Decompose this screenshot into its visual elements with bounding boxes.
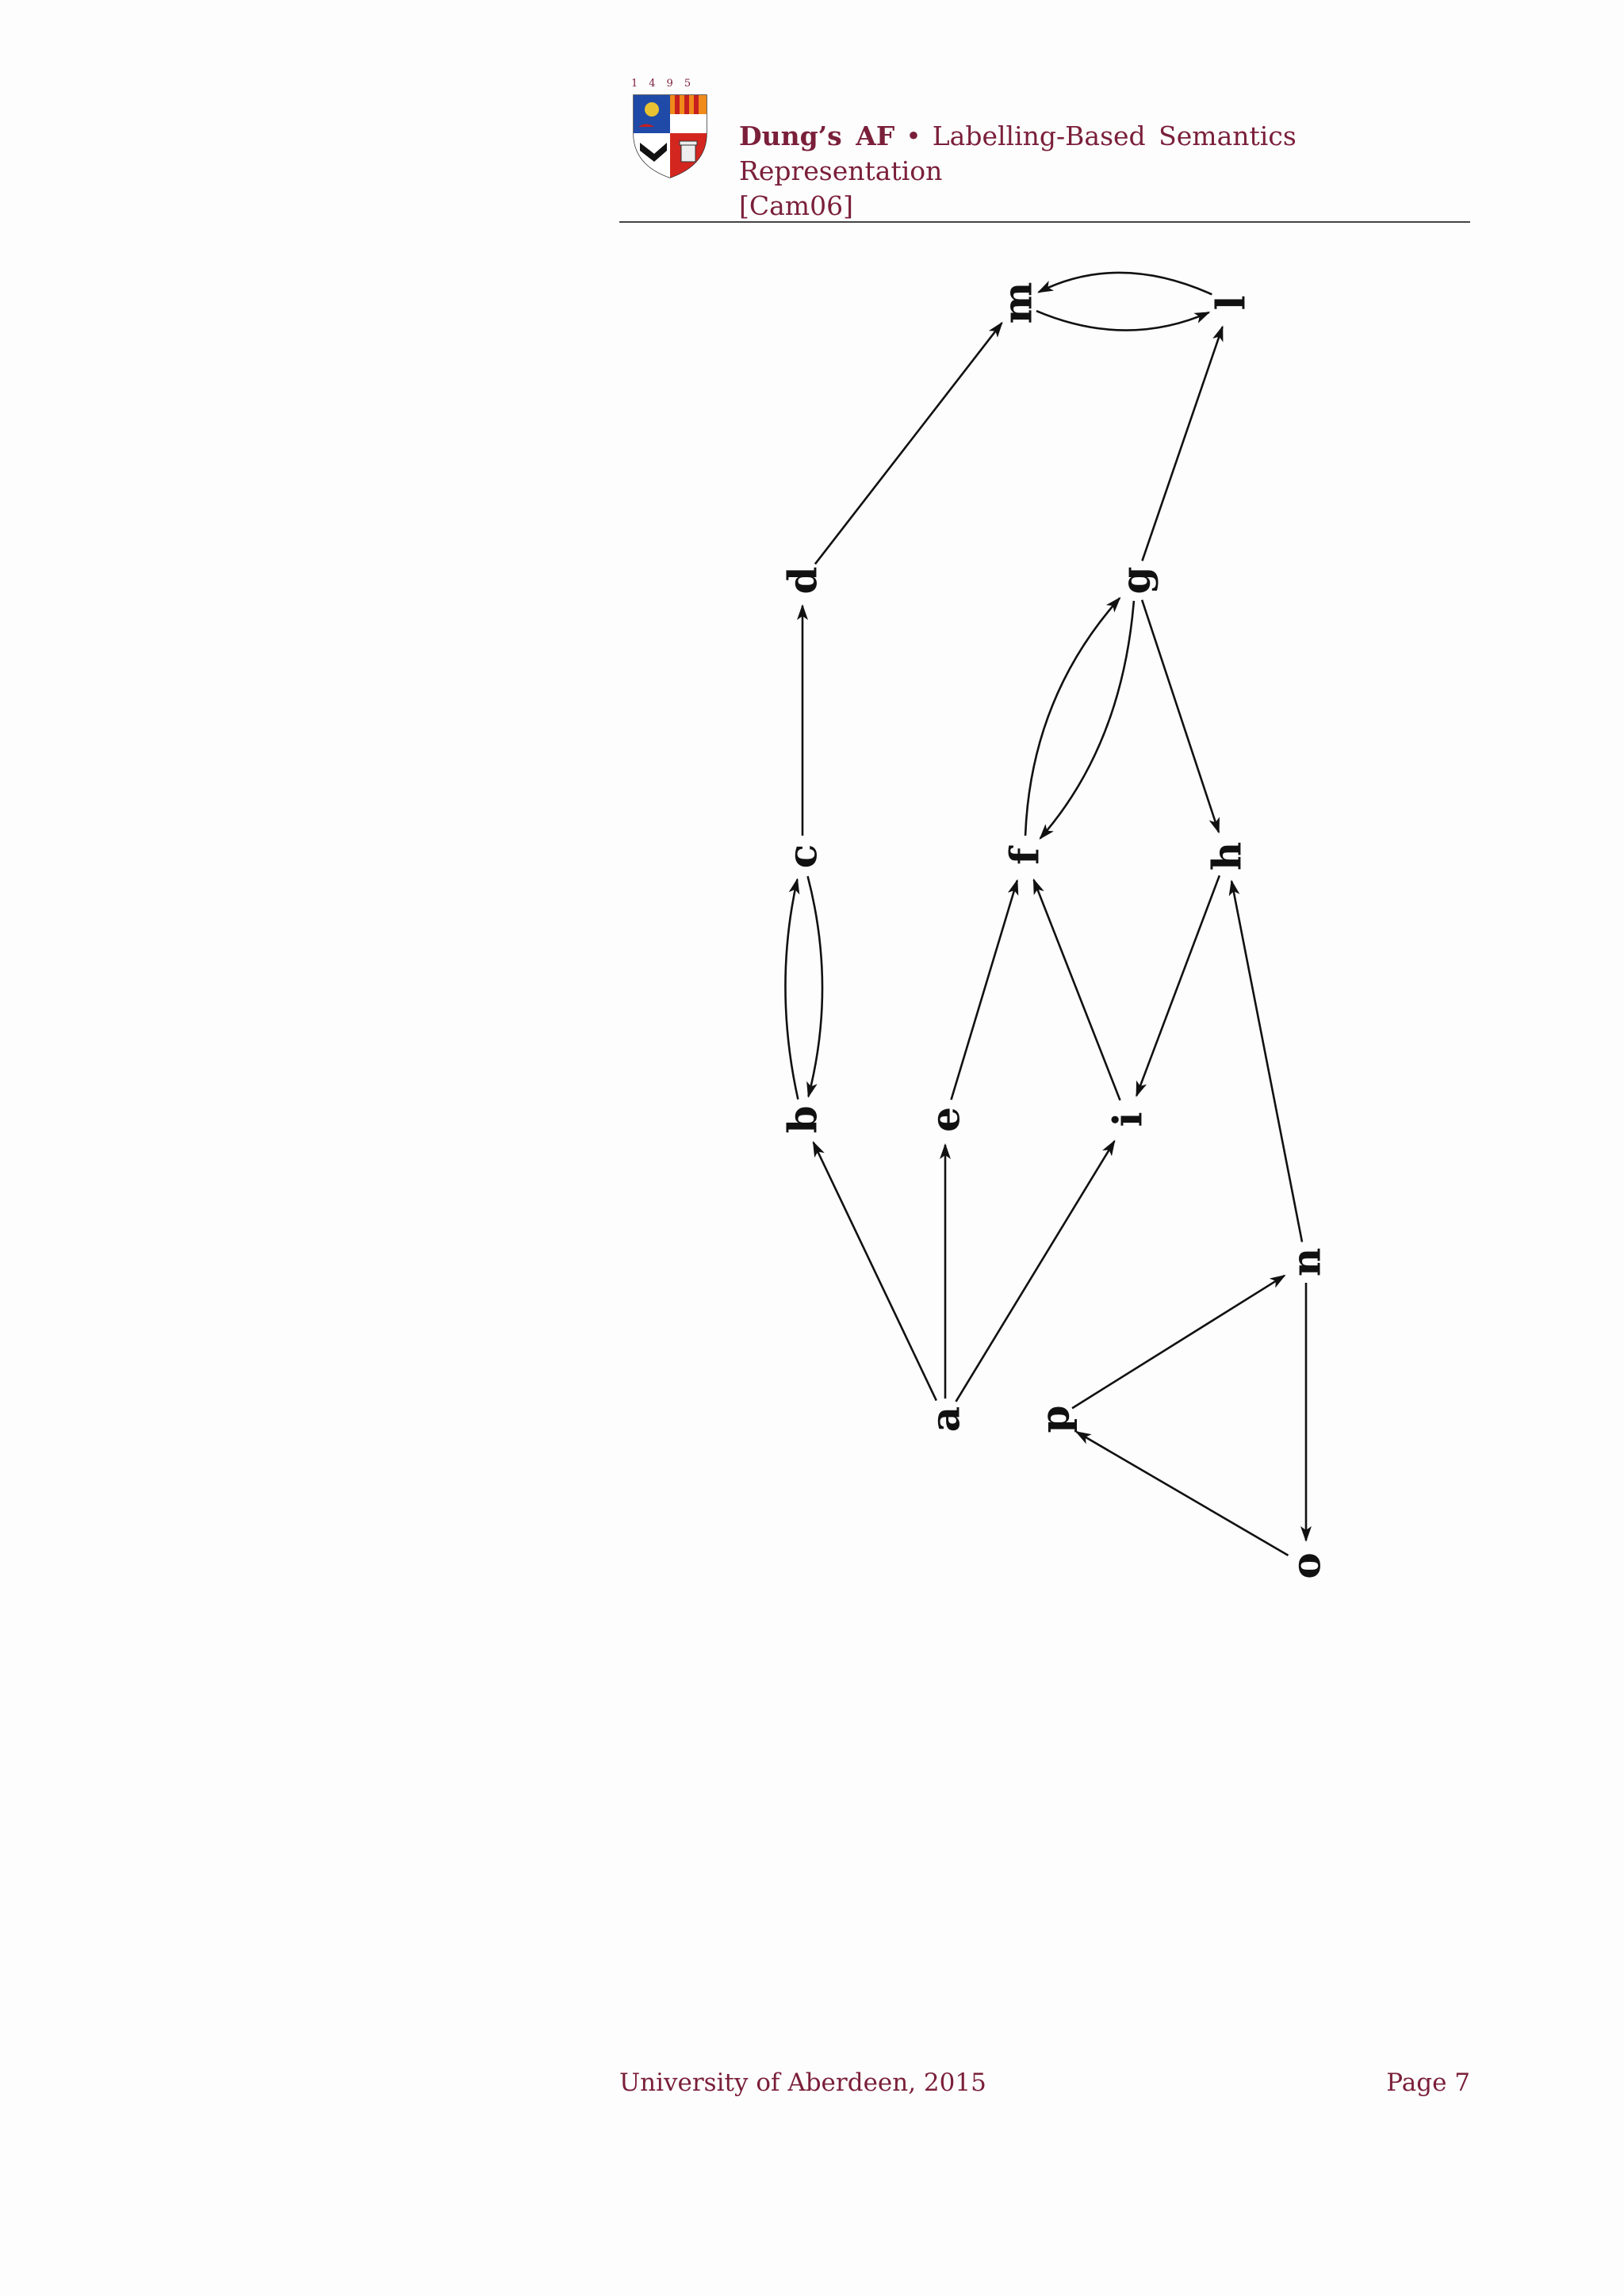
node-c: c <box>779 844 826 868</box>
edge-d-m <box>814 321 1003 565</box>
footer-page-number: Page 7 <box>1386 2068 1470 2097</box>
title-separator: • <box>906 121 921 151</box>
edge-g-l <box>1141 325 1224 561</box>
citation: [Cam06] <box>739 190 853 221</box>
edge-g-h <box>1140 599 1220 834</box>
header-title: Dung’s AF •Labelling-Based Semantics Repr… <box>739 119 1469 224</box>
edge-c-b <box>806 875 824 1098</box>
edge-f-g <box>1024 596 1121 836</box>
edge-p-n <box>1071 1274 1286 1410</box>
edge-i-f <box>1032 878 1121 1101</box>
node-n: n <box>1283 1248 1330 1276</box>
edges-layer <box>784 271 1312 1557</box>
node-o: o <box>1283 1552 1330 1578</box>
title-rest: Labelling-Based Semantics Representation <box>739 121 1297 186</box>
edge-b-c <box>784 878 800 1100</box>
node-b: b <box>779 1106 826 1134</box>
edge-m-l <box>1036 309 1211 331</box>
header-rule <box>619 221 1470 223</box>
edge-e-f <box>950 878 1019 1100</box>
node-f: f <box>1002 845 1048 865</box>
node-i: i <box>1105 1112 1151 1127</box>
node-h: h <box>1204 842 1251 871</box>
crest-year: 1495 <box>631 78 703 90</box>
node-p: p <box>1032 1406 1078 1433</box>
edge-n-h <box>1228 879 1304 1242</box>
university-crest-logo <box>633 94 707 178</box>
edge-h-i <box>1136 874 1221 1097</box>
edge-a-i <box>955 1139 1116 1402</box>
edge-a-b <box>812 1141 937 1402</box>
edge-o-p <box>1074 1431 1289 1557</box>
edge-l-m <box>1037 271 1212 296</box>
node-l: l <box>1208 296 1254 311</box>
node-d: d <box>779 567 826 595</box>
node-e: e <box>922 1107 969 1132</box>
node-m: m <box>994 282 1041 324</box>
node-a: a <box>922 1406 969 1432</box>
edge-g-f <box>1039 600 1136 840</box>
title-bold: Dung’s AF <box>739 121 895 151</box>
nodes-layer: a b c d e f g h i l m n o p <box>779 282 1330 1579</box>
footer-institution: University of Aberdeen, 2015 <box>619 2068 986 2097</box>
node-g: g <box>1113 567 1159 595</box>
